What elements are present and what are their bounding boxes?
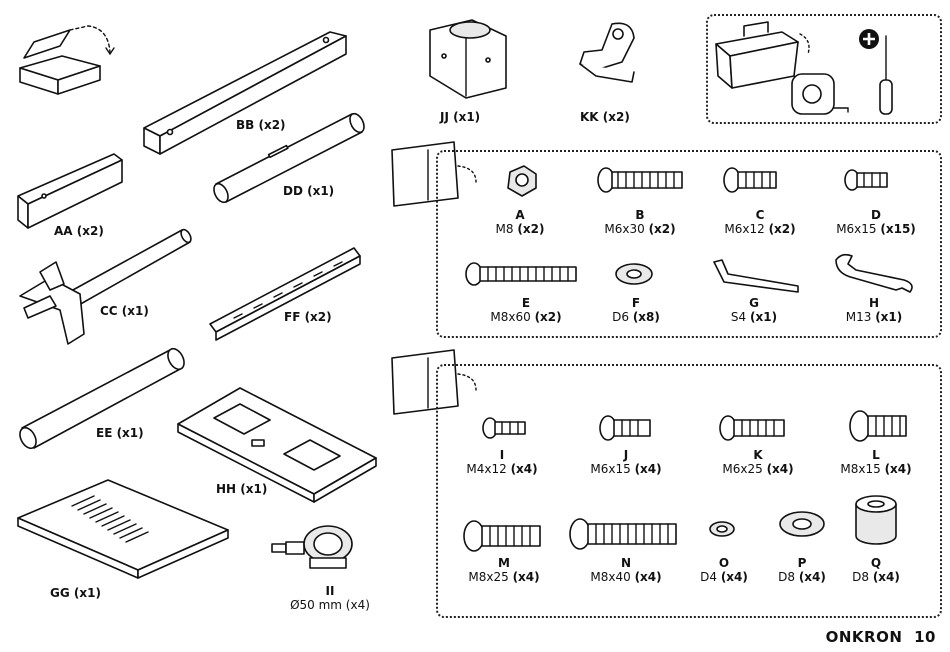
part-ff-label: FF (x2) (284, 310, 332, 324)
part-bb-label: BB (x2) (236, 118, 286, 132)
part-n-image (569, 518, 677, 550)
part-hh-image (177, 387, 377, 503)
part-jj-image (429, 19, 507, 99)
part-hh-label: HH (x1) (216, 482, 268, 496)
part-cc-label: CC (x1) (100, 304, 149, 318)
part-m-image (463, 520, 541, 552)
part-e-label: E M8x60 (x2) (490, 296, 562, 324)
part-e-image (465, 262, 577, 286)
part-bb-image (143, 31, 347, 155)
part-aa-image (17, 153, 123, 229)
part-o-image (709, 521, 735, 537)
part-gg-label: GG (x1) (50, 586, 101, 600)
part-b-image (597, 167, 683, 193)
part-ii-spec: Ø50 mm (x4) (290, 598, 370, 612)
part-m-label: M M8x25 (x4) (468, 556, 540, 584)
part-h-label: H M13 (x1) (845, 296, 903, 324)
part-ee-image (19, 347, 185, 450)
part-j-image (599, 415, 651, 441)
part-g-image (713, 259, 799, 293)
part-n-label: N M8x40 (x4) (590, 556, 662, 584)
part-ii-label: II Ø50 mm (x4) (270, 584, 390, 612)
toolbox-icon (715, 21, 810, 89)
part-p-label: P D8 (x4) (778, 556, 826, 584)
hardware-bag-icon (391, 141, 477, 207)
part-b-label: B M6x30 (x2) (604, 208, 676, 236)
part-j-label: J M6x15 (x4) (590, 448, 662, 476)
part-ff-image (209, 247, 361, 341)
open-box-icon (19, 25, 115, 95)
part-ee-label: EE (x1) (96, 426, 144, 440)
bag-1-box (436, 150, 942, 338)
part-q-label: Q D8 (x4) (852, 556, 900, 584)
tools-box (706, 14, 942, 124)
footer: ONKRON 10 (826, 628, 936, 646)
part-d-image (844, 169, 888, 191)
part-a-label: A M8 (x2) (495, 208, 545, 236)
page-number: 10 (914, 628, 936, 646)
part-i-image (482, 417, 526, 439)
screwdriver-icon (879, 35, 893, 115)
part-l-label: L M8x15 (x4) (840, 448, 912, 476)
part-gg-image (17, 479, 229, 579)
part-p-image (779, 511, 825, 537)
bag-2-box (436, 364, 942, 618)
part-dd-image (213, 112, 365, 204)
part-f-image (615, 263, 653, 285)
part-kk-label: KK (x2) (580, 110, 630, 124)
tape-measure-icon (791, 73, 849, 115)
part-c-label: C M6x12 (x2) (724, 208, 796, 236)
part-dd-label: DD (x1) (283, 184, 335, 198)
part-i-label: I M4x12 (x4) (466, 448, 538, 476)
brand-name: ONKRON (825, 628, 903, 646)
part-l-image (849, 410, 907, 442)
part-f-label: F D6 (x8) (612, 296, 660, 324)
part-h-image (835, 253, 913, 293)
part-o-label: O D4 (x4) (700, 556, 748, 584)
part-d-label: D M6x15 (x15) (836, 208, 916, 236)
part-g-label: G S4 (x1) (730, 296, 778, 324)
plus-icon (859, 29, 879, 49)
part-k-image (719, 415, 785, 441)
part-ii-code: II (325, 584, 335, 598)
part-c-image (723, 167, 777, 193)
part-jj-label: JJ (x1) (440, 110, 481, 124)
part-ii-image (271, 525, 353, 569)
part-cc-image (19, 228, 192, 345)
part-a-image (507, 165, 537, 197)
part-kk-image (579, 22, 635, 83)
part-q-image (855, 495, 897, 545)
part-aa-label: AA (x2) (54, 224, 104, 238)
part-k-label: K M6x25 (x4) (722, 448, 794, 476)
